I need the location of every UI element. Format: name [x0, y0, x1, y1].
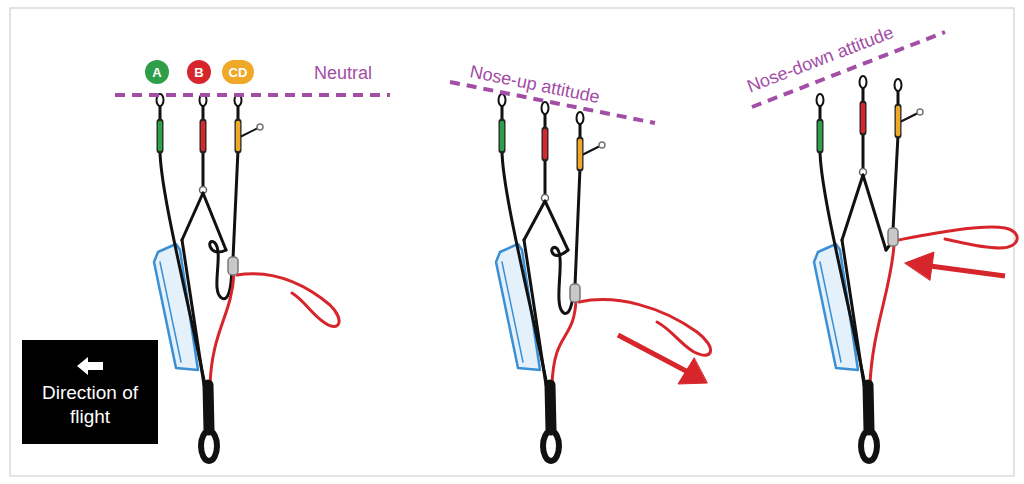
- speed-line-red: [870, 244, 894, 385]
- pulley: [228, 257, 238, 275]
- band-edge: [817, 122, 824, 150]
- band-edge: [157, 122, 164, 150]
- attitude-line: [115, 93, 390, 97]
- motion-arrow: [618, 335, 688, 372]
- direction-text: Direction of flight: [28, 381, 152, 429]
- riser-band: [818, 123, 823, 149]
- cd-riser: [575, 168, 580, 286]
- band-edge: [499, 122, 506, 150]
- pulley: [570, 284, 580, 302]
- riser-top: [579, 124, 582, 170]
- line-eyelet: [817, 94, 824, 106]
- riser-band: [500, 123, 505, 149]
- attitude-label: Nose-up attitude: [468, 61, 602, 108]
- riser-set: [496, 94, 711, 461]
- a-riser: [502, 150, 547, 385]
- attitude-label: Nose-down attitude: [744, 22, 896, 97]
- line-eyelet: [860, 76, 867, 88]
- arrow-head: [678, 358, 707, 384]
- riser-band: [543, 131, 548, 157]
- b-riser-lower: [842, 240, 864, 385]
- riser-band: [578, 141, 583, 167]
- riser-top: [501, 106, 504, 152]
- b-split-right: [863, 175, 886, 250]
- riser-cd-badge: CD: [222, 60, 254, 84]
- riser-bottom-strap: [208, 385, 209, 430]
- line-eyelet: [542, 102, 549, 114]
- band-edge: [235, 122, 242, 150]
- riser-top: [862, 88, 865, 134]
- cd-riser: [233, 150, 238, 259]
- band-edge: [895, 107, 902, 135]
- speed-line-slack: [552, 247, 574, 313]
- b-riser-lower: [524, 240, 546, 385]
- riser-band: [201, 123, 206, 149]
- riser-top: [202, 106, 205, 152]
- brake-keeper-inner: [502, 262, 523, 362]
- riser-top: [237, 106, 240, 152]
- riser-letter: B: [194, 66, 203, 79]
- brake-keeper-inner: [820, 262, 841, 362]
- riser-top: [159, 106, 162, 152]
- brake-ring: [599, 142, 605, 148]
- a-riser: [160, 150, 205, 385]
- riser-bottom-loop: [201, 431, 217, 461]
- riser-band: [896, 108, 901, 134]
- riser-top: [544, 114, 547, 160]
- riser-a-badge: A: [145, 60, 169, 84]
- riser-letter: A: [152, 66, 161, 79]
- speed-line-red: [210, 273, 234, 385]
- arrow-head: [905, 252, 934, 280]
- pulley: [888, 228, 898, 246]
- line-eyelet: [577, 112, 584, 124]
- riser-top: [819, 106, 822, 152]
- riser-band: [861, 105, 866, 131]
- b-riser: [202, 150, 205, 186]
- riser-band: [158, 123, 163, 149]
- frame: [10, 8, 1014, 476]
- band-edge: [542, 130, 549, 158]
- a-riser: [820, 150, 865, 385]
- brake-ring: [257, 124, 263, 130]
- motion-arrow: [930, 266, 1005, 276]
- riser-set: [154, 94, 339, 461]
- direction-arrow: [77, 357, 103, 375]
- band-edge: [200, 122, 207, 150]
- riser-band: [236, 123, 241, 149]
- cd-riser: [893, 135, 898, 230]
- brake-ring: [917, 109, 923, 115]
- b-split-left: [524, 201, 545, 240]
- riser-bottom-strap: [868, 385, 869, 430]
- riser-bottom-loop: [543, 431, 559, 461]
- b-split-right: [545, 201, 568, 250]
- line-eyelet: [895, 79, 902, 91]
- riser-b-badge: B: [187, 60, 211, 84]
- b-split-left: [842, 175, 863, 240]
- brake-keeper-inner: [160, 262, 181, 362]
- riser-bottom-strap: [550, 385, 551, 430]
- direction-box: Direction of flight: [22, 340, 158, 444]
- direction-arrow-icon: [75, 355, 105, 377]
- band-edge: [577, 140, 584, 168]
- b-riser: [544, 158, 547, 194]
- b-split-left: [182, 193, 203, 240]
- speed-loop: [237, 274, 339, 327]
- b-riser-lower: [182, 240, 204, 385]
- riser-letter: CD: [229, 66, 248, 79]
- band-edge: [860, 104, 867, 132]
- speed-line-red: [552, 300, 576, 385]
- riser-top: [897, 91, 900, 137]
- b-riser: [862, 132, 865, 168]
- line-eyelet: [499, 94, 506, 106]
- speed-loop: [898, 227, 1017, 248]
- riser-bottom-loop: [861, 431, 877, 461]
- attitude-label: Neutral: [314, 63, 372, 84]
- riser-set: [814, 76, 1017, 461]
